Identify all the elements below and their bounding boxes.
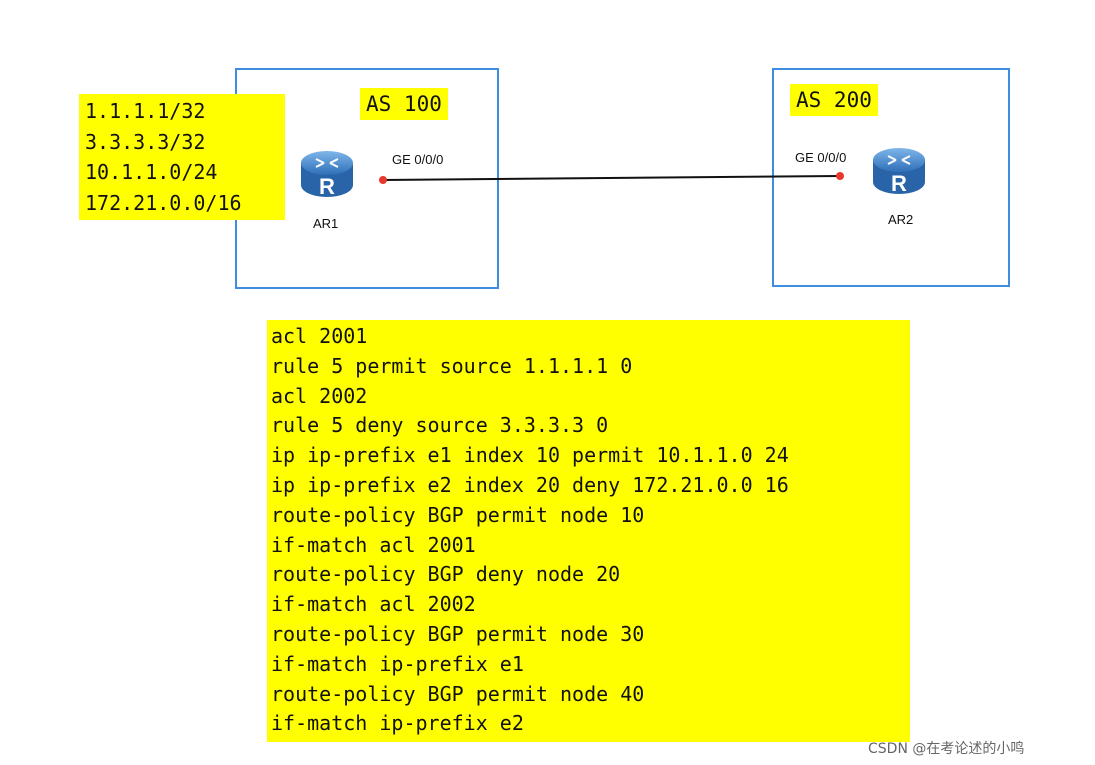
advertised-prefix-list: 1.1.1.1/32 3.3.3.3/32 10.1.1.0/24 172.21… [79, 94, 285, 220]
config-line: acl 2001 [271, 324, 368, 348]
svg-text:R: R [319, 174, 335, 199]
config-line: rule 5 permit source 1.1.1.1 0 [271, 353, 633, 378]
config-line: if-match ip-prefix e1 [271, 651, 524, 676]
config-line: route-policy BGP deny node 20 [271, 562, 621, 587]
router-icon: R [873, 148, 925, 196]
config-line: rule 5 deny source 3.3.3.3 0 [271, 413, 609, 438]
config-line: acl 2002 [271, 383, 368, 408]
config-line: route-policy BGP permit node 40 [271, 681, 645, 706]
as200-label: AS 200 [790, 84, 878, 116]
watermark-text: CSDN @在考论述的小鸣 [868, 741, 1025, 757]
config-line: route-policy BGP permit node 30 [271, 621, 645, 646]
router-icon: R [301, 151, 353, 199]
prefix-item: 1.1.1.1/32 [85, 99, 206, 123]
ar2-name-label: AR2 [888, 212, 914, 227]
config-line: if-match ip-prefix e2 [271, 711, 524, 736]
config-line: if-match acl 2002 [271, 592, 476, 617]
router-ar1: R [298, 145, 356, 207]
config-line: route-policy BGP permit node 10 [271, 502, 645, 527]
ar1-name-label: AR1 [313, 216, 339, 231]
svg-text:R: R [891, 171, 907, 196]
as100-label: AS 100 [360, 88, 448, 120]
prefix-item: 3.3.3.3/32 [85, 129, 206, 154]
prefix-item: 10.1.1.0/24 [85, 160, 218, 184]
config-line: ip ip-prefix e2 index 20 deny 172.21.0.0… [271, 472, 789, 497]
config-line: if-match acl 2001 [271, 532, 476, 557]
router-ar2: R [870, 142, 928, 204]
config-line: ip ip-prefix e1 index 10 permit 10.1.1.0… [271, 443, 789, 468]
route-policy-config: acl 2001 rule 5 permit source 1.1.1.1 0 … [267, 320, 910, 742]
ar1-interface-label: GE 0/0/0 [392, 152, 444, 167]
prefix-item: 172.21.0.0/16 [85, 190, 242, 215]
ar2-interface-label: GE 0/0/0 [795, 150, 847, 165]
